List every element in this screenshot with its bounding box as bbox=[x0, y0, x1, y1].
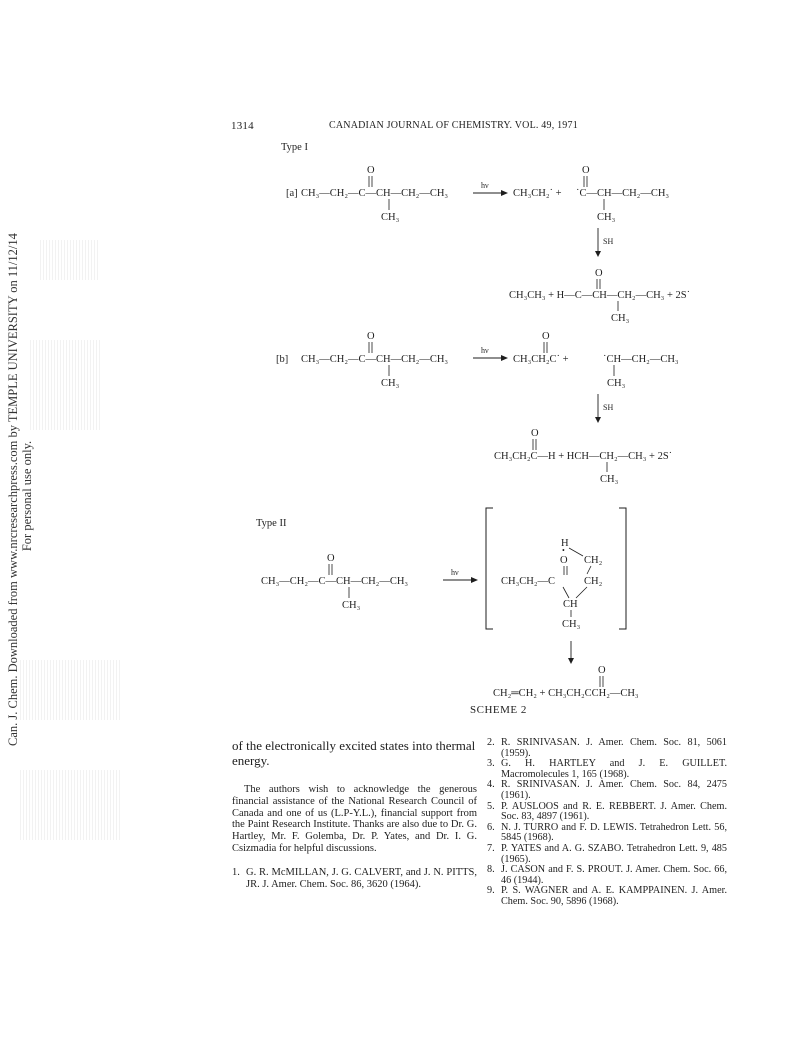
reference-text: R. SRINIVASAN. J. Amer. Chem. Soc. 81, 5… bbox=[501, 737, 727, 759]
ii-reactant-methyl: CH₃ bbox=[342, 600, 361, 611]
a-product-methyl: CH₃ bbox=[597, 212, 616, 223]
scheme-svg: Type I [a] CH₃—CH₂—C—CH—CH₂—CH₃ O CH₃ hν… bbox=[256, 142, 690, 716]
reference-text: J. CASON and F. S. PROUT. J. Amer. Chem.… bbox=[501, 864, 727, 886]
b-label: [b] bbox=[276, 354, 288, 365]
reference-text: P. AUSLOOS and R. E. REBBERT. J. Amer. C… bbox=[501, 800, 727, 823]
b-final-oxygen: O bbox=[531, 428, 539, 439]
a-reactant-oxygen: O bbox=[367, 165, 375, 176]
b-reactant-oxygen: O bbox=[367, 331, 375, 342]
reference-number: 8. bbox=[487, 864, 495, 876]
ii-oxygen: O bbox=[560, 555, 568, 566]
ii-final-oxygen: O bbox=[598, 665, 606, 676]
download-note: Can. J. Chem. Downloaded from www.nrcres… bbox=[6, 233, 34, 746]
a-final-methyl: CH₃ bbox=[611, 313, 630, 324]
page-number: 1314 bbox=[231, 120, 254, 132]
a-final-oxygen: O bbox=[595, 268, 603, 279]
reference-item: 1. G. R. McMILLAN, J. G. CALVERT, and J.… bbox=[232, 867, 477, 891]
reference-text: R. SRINIVASAN. J. Amer. Chem. Soc. 84, 2… bbox=[501, 779, 727, 801]
reference-number: 5. bbox=[487, 800, 495, 812]
reference-item: 5. P. AUSLOOS and R. E. REBBERT. J. Amer.… bbox=[487, 800, 727, 823]
reference-number: 9. bbox=[487, 885, 495, 897]
a-product2: ˙C—CH—CH₂—CH₃ bbox=[576, 188, 669, 199]
b-product2: ˙CH—CH₂—CH₃ bbox=[603, 354, 679, 365]
a-final-products: CH₃CH₃ + H—C—CH—CH₂—CH₃ + 2S˙ bbox=[509, 290, 690, 301]
reference-item: 6. N. J. TURRO and F. D. LEWIS. Tetrahedr… bbox=[487, 821, 727, 844]
b-reactant-chain: CH₃—CH₂—C—CH—CH₂—CH₃ bbox=[301, 354, 448, 365]
ii-h: H bbox=[561, 538, 569, 549]
ii-ch: CH bbox=[563, 599, 578, 610]
ii-final-products: CH₂═CH₂ + CH₃CH₂CCH₂—CH₃ bbox=[493, 688, 639, 699]
type1-label: Type I bbox=[281, 142, 308, 153]
type2-label: Type II bbox=[256, 518, 287, 529]
b-hv: hν bbox=[481, 346, 489, 355]
reference-number: 4. bbox=[487, 779, 495, 791]
a-reactant-chain: CH₃—CH₂—C—CH—CH₂—CH₃ bbox=[301, 188, 448, 199]
b-product-methyl: CH₃ bbox=[607, 378, 626, 389]
a-product-oxygen: O bbox=[582, 165, 590, 176]
a-reactant-methyl: CH₃ bbox=[381, 212, 400, 223]
scan-artifact bbox=[20, 660, 120, 720]
reference-item: 3. G. H. HARTLEY and J. E. GUILLET. Macro… bbox=[487, 758, 727, 780]
ii-biradical-ethylcarbonyl: CH₃CH₂—C bbox=[501, 576, 555, 587]
a-product1: CH₃CH₂˙ + bbox=[513, 188, 562, 199]
reference-text: P. YATES and A. G. SZABO. Tetrahedron Le… bbox=[501, 842, 727, 865]
reference-item: 4. R. SRINIVASAN. J. Amer. Chem. Soc. 84,… bbox=[487, 780, 727, 801]
acknowledgement-text: The authors wish to acknowledge the gene… bbox=[232, 784, 477, 854]
b-final-products: CH₃CH₂C—H + HCH—CH₂—CH₃ + 2S˙ bbox=[494, 451, 672, 462]
reference-number: 7. bbox=[487, 842, 495, 854]
reference-item: 8. J. CASON and F. S. PROUT. J. Amer. Che… bbox=[487, 864, 727, 886]
reference-number: 1. bbox=[232, 866, 240, 878]
reference-text: N. J. TURRO and F. D. LEWIS. Tetrahedron… bbox=[501, 821, 727, 844]
b-sh: SH bbox=[603, 403, 613, 412]
reference-item: 9. P. S. WAGNER and A. E. KAMPPAINEN. J. … bbox=[487, 886, 727, 907]
b-reactant-methyl: CH₃ bbox=[381, 378, 400, 389]
ii-reactant-oxygen: O bbox=[327, 553, 335, 564]
ii-radical-dot: • bbox=[562, 546, 565, 555]
reference-list: 2. R. SRINIVASAN. J. Amer. Chem. Soc. 81,… bbox=[487, 737, 727, 908]
reference-number: 2. bbox=[487, 737, 495, 748]
scheme-caption: SCHEME 2 bbox=[470, 704, 527, 716]
reference-text: G. R. McMILLAN, J. G. CALVERT, and J. N.… bbox=[246, 866, 477, 890]
reference-text: P. S. WAGNER and A. E. KAMPPAINEN. J. Am… bbox=[501, 885, 727, 907]
reference-number: 6. bbox=[487, 821, 495, 833]
reference-text: G. H. HARTLEY and J. E. GUILLET. Macromo… bbox=[501, 758, 727, 780]
a-label: [a] bbox=[286, 188, 298, 199]
ii-ch2-top: CH₂ bbox=[584, 555, 603, 566]
left-column: of the electronically excited states int… bbox=[232, 738, 477, 890]
scan-artifact bbox=[40, 240, 100, 280]
a-hv: hν bbox=[481, 181, 489, 190]
reference-item: 7. P. YATES and A. G. SZABO. Tetrahedron … bbox=[487, 842, 727, 865]
scan-artifact bbox=[30, 340, 100, 430]
reference-item: 2. R. SRINIVASAN. J. Amer. Chem. Soc. 81,… bbox=[487, 737, 727, 759]
a-sh: SH bbox=[603, 237, 613, 246]
download-note-line2: For personal use only. bbox=[20, 440, 34, 552]
ii-methyl: CH₃ bbox=[562, 619, 581, 630]
b-product-oxygen: O bbox=[542, 331, 550, 342]
continuation-text: of the electronically excited states int… bbox=[232, 738, 476, 768]
ii-hv: hν bbox=[451, 568, 459, 577]
ii-ch2-mid: CH₂ bbox=[584, 576, 603, 587]
b-final-methyl: CH₃ bbox=[600, 474, 619, 485]
b-product1: CH₃CH₂C˙ + bbox=[513, 354, 569, 365]
reference-number: 3. bbox=[487, 758, 495, 770]
running-title: CANADIAN JOURNAL OF CHEMISTRY. VOL. 49, … bbox=[329, 120, 578, 131]
scan-artifact bbox=[20, 770, 120, 840]
ii-reactant-chain: CH₃—CH₂—C—CH—CH₂—CH₃ bbox=[261, 576, 408, 587]
download-note-line1: Can. J. Chem. Downloaded from www.nrcres… bbox=[6, 233, 20, 746]
scheme-figure: Type I [a] CH₃—CH₂—C—CH—CH₂—CH₃ O CH₃ hν… bbox=[231, 136, 701, 716]
